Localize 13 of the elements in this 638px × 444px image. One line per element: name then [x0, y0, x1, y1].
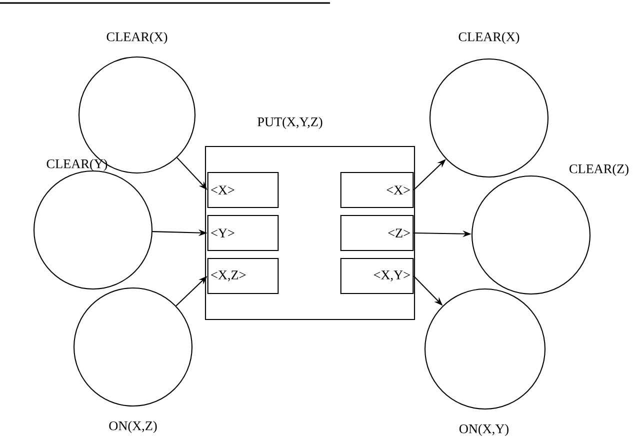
slot-box: <Y> [207, 214, 279, 252]
slot-box: <X> [207, 172, 279, 208]
node-label: PUT(X,Y,Z) [258, 117, 322, 129]
slot-box: <Z> [340, 214, 414, 252]
slot-box: <X,Z> [207, 258, 279, 294]
slot-box: <X,Y> [340, 258, 414, 294]
node-label: ON(X,Y) [459, 424, 508, 436]
node-label: ON(X,Z) [109, 421, 157, 433]
node-label: CLEAR(X) [458, 32, 520, 44]
node-label: CLEAR(X) [106, 32, 168, 44]
node-label: CLEAR(Z) [570, 164, 628, 176]
node-label: CLEAR(Y) [46, 159, 108, 171]
slot-box: <X> [340, 172, 414, 208]
